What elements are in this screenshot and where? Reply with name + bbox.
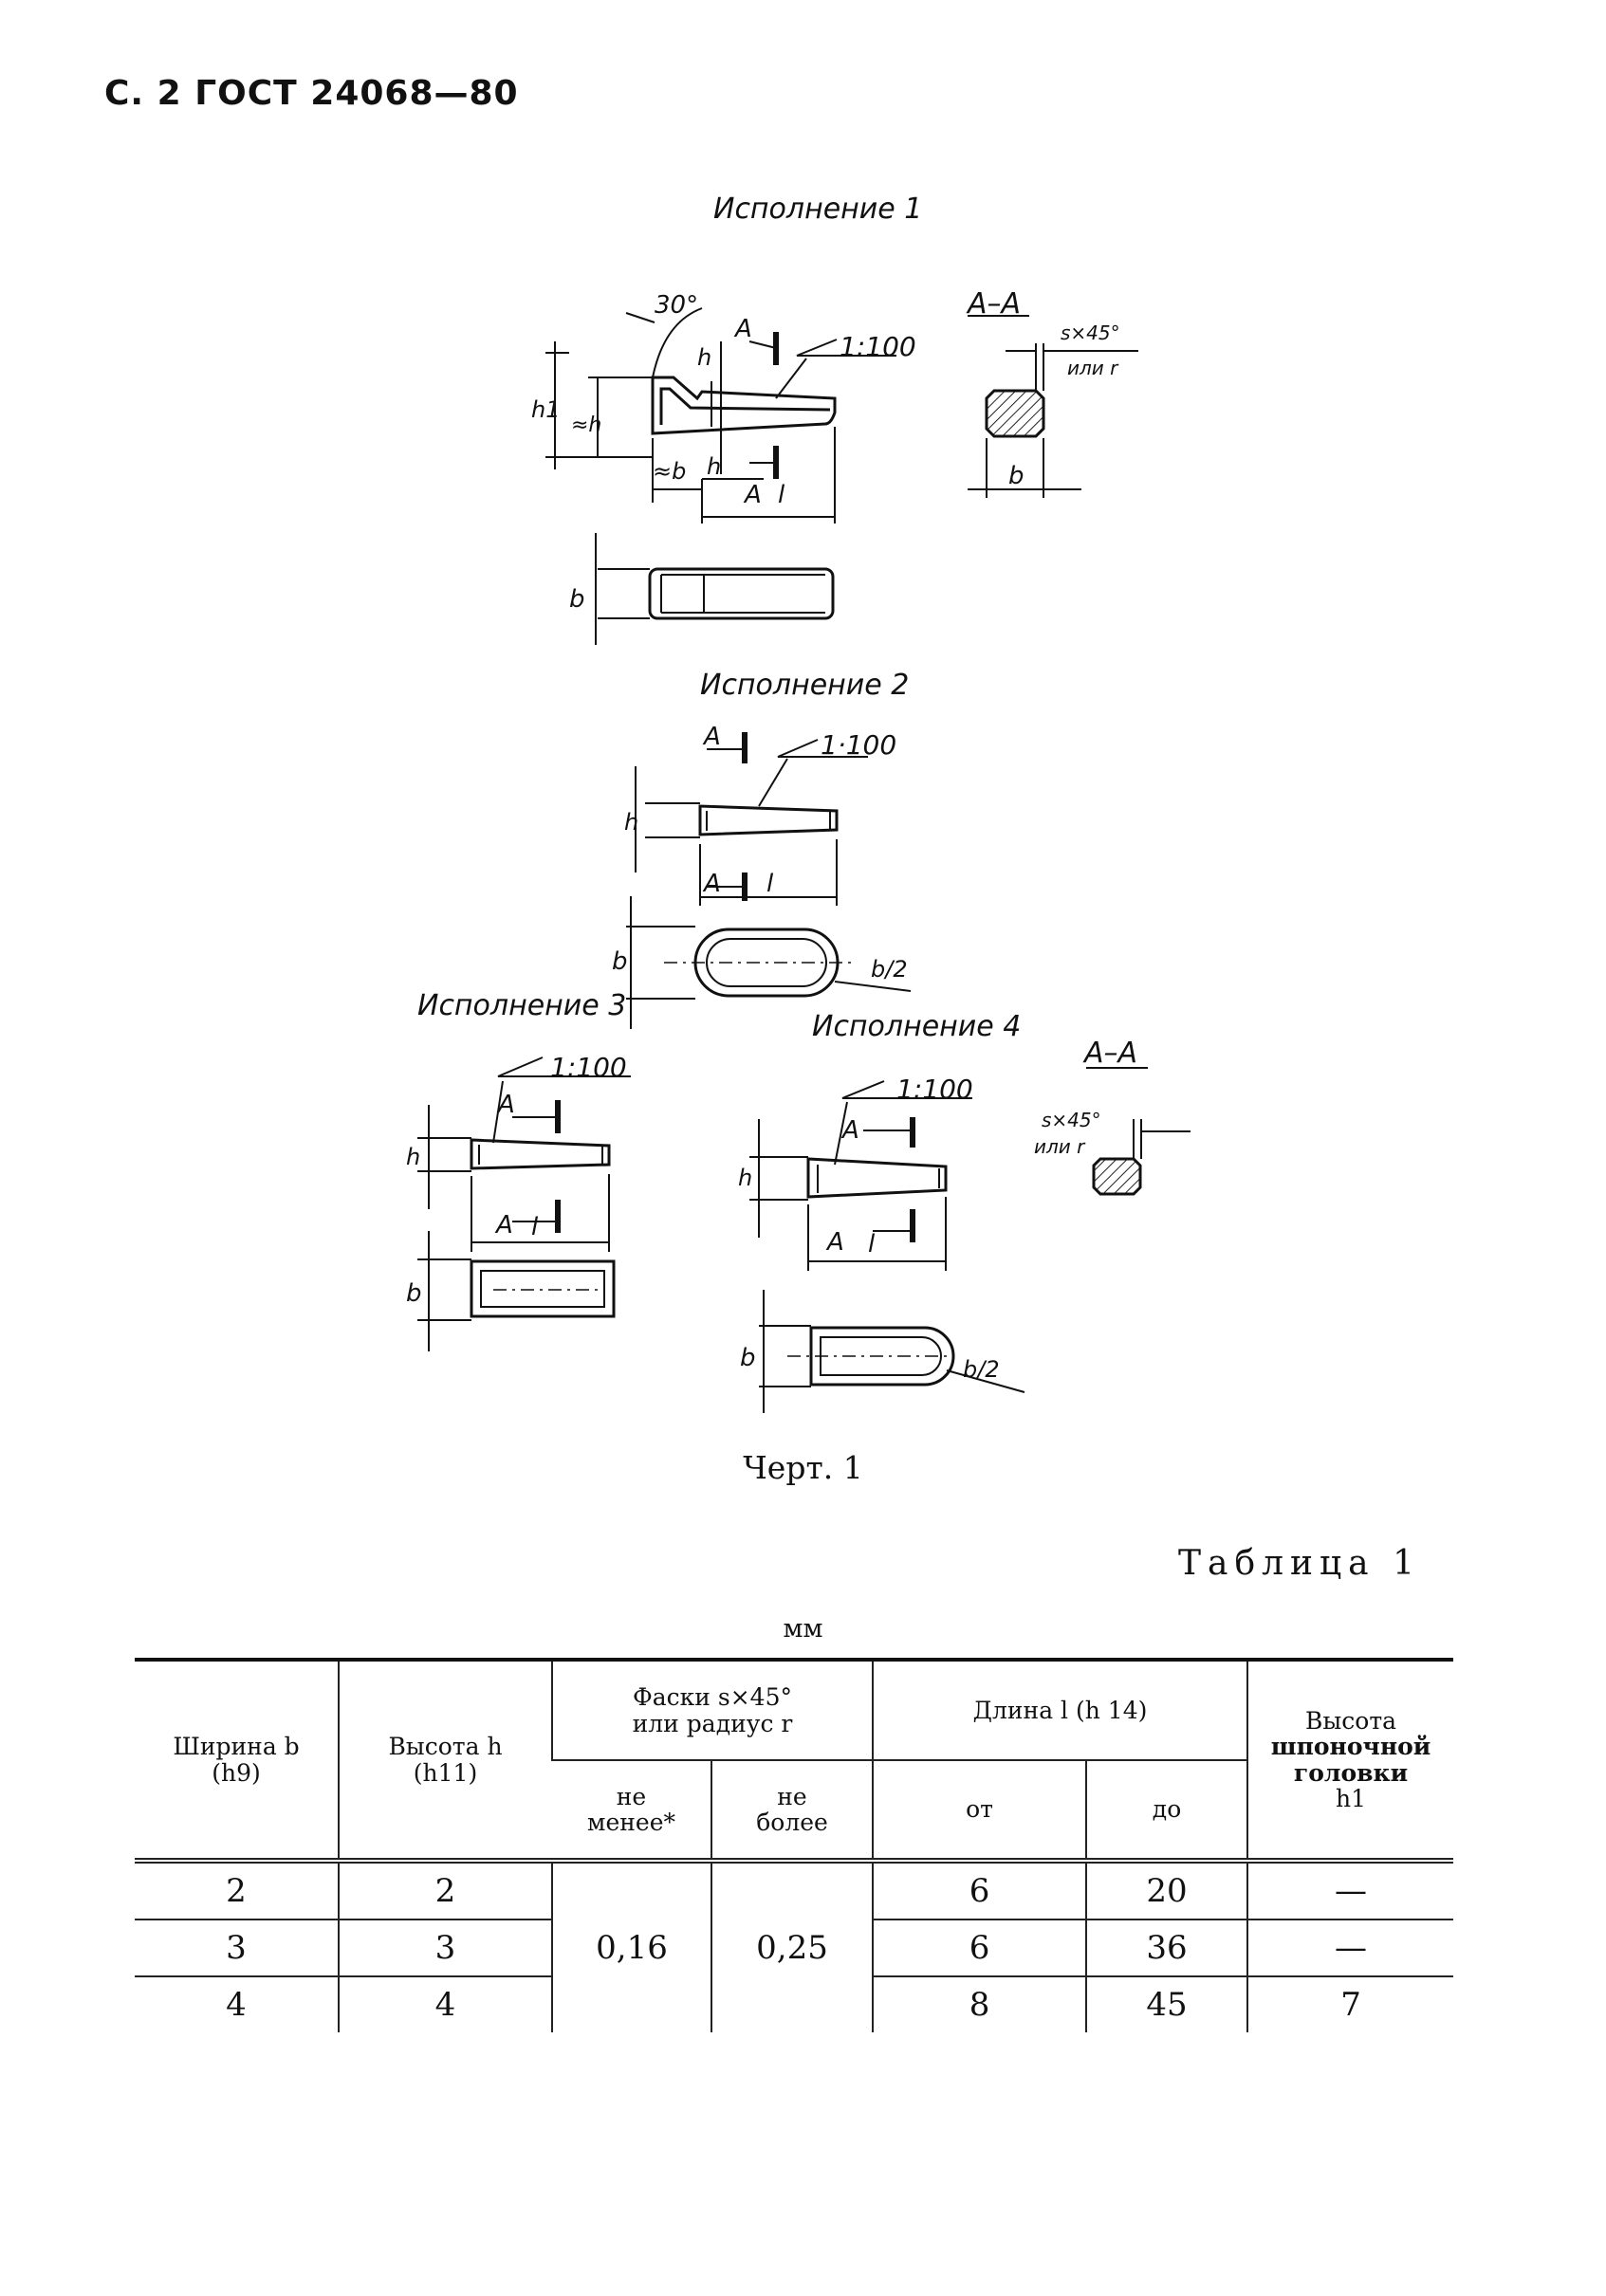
label-A-bottom-v2: А	[702, 870, 721, 898]
cell-chamfer-min: 0,16	[551, 1858, 711, 2032]
label-b-section-v1: b	[1008, 462, 1025, 490]
label-h-v2: h	[624, 809, 638, 836]
cell-to: 36	[1085, 1919, 1248, 1976]
label-half-b-v2: b/2	[871, 956, 908, 983]
label-l-v4: l	[868, 1230, 876, 1258]
header-width: Ширина b(h9)	[135, 1658, 339, 1861]
header-height: Высота h(h11)	[338, 1658, 552, 1861]
label-taper-v4: 1:100	[896, 1074, 973, 1105]
label-h-v4: h	[738, 1165, 752, 1191]
page-header: С. 2 ГОСТ 24068—80	[104, 74, 519, 113]
label-b-top-v1: b	[569, 585, 585, 614]
variant3-top-view	[417, 1231, 616, 1351]
variant4-side-view	[749, 1080, 972, 1271]
cell-chamfer-max: 0,25	[710, 1858, 874, 2032]
variant2-top-view	[626, 896, 912, 1029]
label-A-top-v4: А	[840, 1116, 859, 1145]
label-chamfer-v1: s×45°	[1061, 321, 1120, 344]
label-h1-v1: h1	[531, 396, 560, 423]
label-approx-b-v1: ≈b	[653, 458, 686, 485]
label-half-b-v4: b/2	[963, 1356, 1000, 1383]
label-l-v3: l	[531, 1213, 539, 1241]
cell-to: 20	[1085, 1858, 1248, 1919]
label-h-v1: h	[697, 344, 711, 371]
table-title: Таблица 1	[1178, 1544, 1421, 1583]
label-variant4: Исполнение 4	[812, 1010, 1021, 1043]
label-A-top-v3: А	[496, 1091, 515, 1119]
table-row: 3 3 6 36 —	[135, 1919, 1454, 1976]
variant4-top-view	[759, 1290, 1025, 1413]
header-length: Длина l (h 14)	[872, 1658, 1248, 1760]
label-A-bottom-v3: А	[494, 1211, 513, 1240]
cell-h: 3	[338, 1919, 552, 1976]
variant1-top-view	[595, 533, 835, 645]
label-h-v3: h	[406, 1144, 420, 1170]
label-A-top-v1: А	[733, 315, 752, 343]
label-taper-v1: 1:100	[840, 331, 916, 362]
figure-caption: Черт. 1	[743, 1449, 863, 1486]
label-taper-v2: 1·100	[821, 729, 896, 761]
cell-b: 2	[135, 1858, 339, 1919]
table-units: мм	[783, 1614, 823, 1644]
label-variant1: Исполнение 1	[713, 193, 922, 226]
label-angle: 30°	[655, 291, 698, 320]
header-chamfer: Фаски s×45°или радиус r	[550, 1658, 874, 1760]
label-or-r-v1: или r	[1067, 357, 1119, 379]
label-A-bottom-v4: А	[825, 1228, 844, 1257]
label-chamfer-v4: s×45°	[1042, 1109, 1101, 1131]
label-b-v3: b	[406, 1279, 422, 1308]
cell-b: 3	[135, 1919, 339, 1976]
label-l-v2: l	[766, 870, 774, 898]
cell-h: 2	[338, 1858, 552, 1919]
label-approx-h-v1: ≈h	[571, 413, 601, 437]
table-row: 2 2 0,16 0,25 6 20 —	[135, 1858, 1454, 2032]
label-b-v2: b	[612, 947, 628, 976]
cell-from: 8	[872, 1975, 1087, 2032]
variant2-side-view	[635, 732, 868, 906]
label-section-v1: А–А	[966, 287, 1021, 321]
label-b-v4: b	[740, 1344, 756, 1372]
table-row: 4 4 8 45 7	[135, 1975, 1454, 2032]
cell-h1: —	[1246, 1858, 1454, 1919]
cell-from: 6	[872, 1919, 1087, 1976]
label-section-v4: А–А	[1082, 1037, 1137, 1070]
label-taper-v3: 1:100	[550, 1052, 627, 1083]
cell-to: 45	[1085, 1975, 1248, 2032]
label-l-v1: l	[778, 481, 785, 509]
dimensions-table: Ширина b(h9) Высота h(h11) Фаски s×45°ил…	[135, 1658, 1454, 2032]
cell-h: 4	[338, 1975, 552, 2032]
cell-h1: 7	[1246, 1975, 1454, 2032]
label-variant3: Исполнение 3	[417, 989, 626, 1022]
variant3-side-view	[417, 1056, 631, 1252]
label-h-bottom-v1: h	[707, 453, 721, 480]
cell-h1: —	[1246, 1919, 1454, 1976]
cell-b: 4	[135, 1975, 339, 2032]
label-variant2: Исполнение 2	[700, 669, 909, 702]
drawing-cherteg-1: Исполнение 1 30° А 1:100 h h1 ≈h ≈b h А …	[406, 193, 1191, 1413]
label-A-top-v2: А	[702, 723, 721, 751]
cell-from: 6	[872, 1858, 1087, 1919]
variant1-side-view	[545, 307, 896, 523]
header-length-from: от	[872, 1759, 1087, 1861]
variant4-section	[1086, 1067, 1191, 1196]
header-length-to: до	[1085, 1759, 1248, 1861]
label-or-r-v4: или r	[1034, 1135, 1086, 1158]
label-A-bottom-v1: А	[743, 481, 762, 509]
variant1-section	[968, 315, 1138, 498]
